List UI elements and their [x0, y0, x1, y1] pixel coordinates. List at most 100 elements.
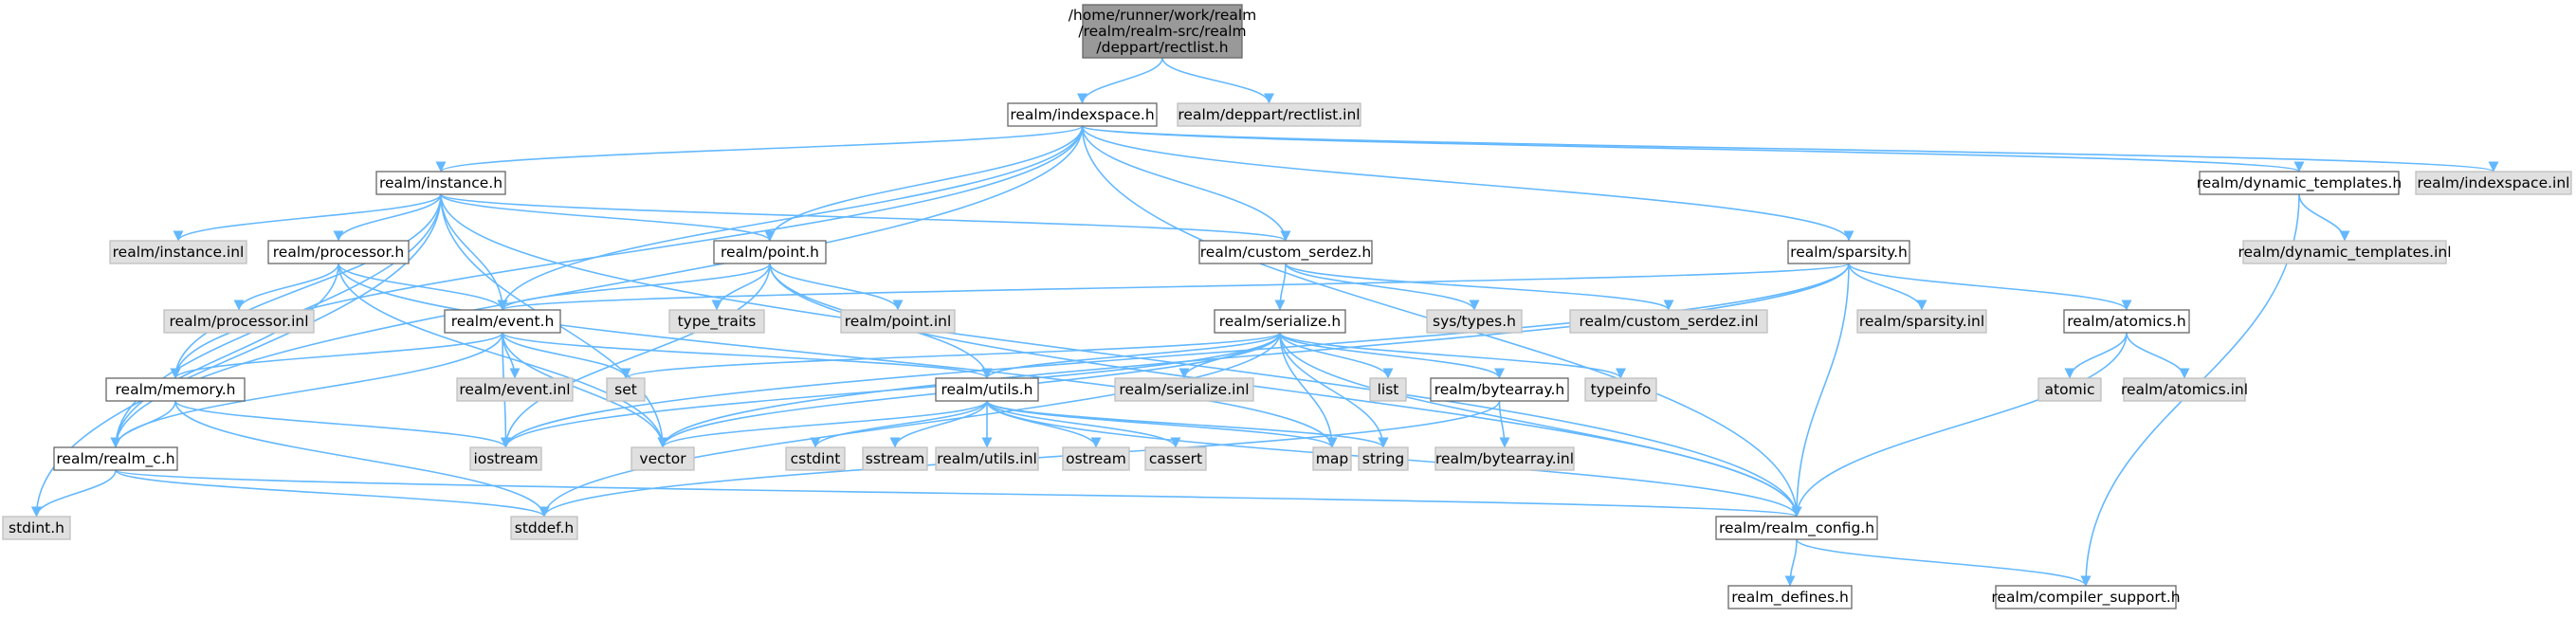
node-box: [109, 240, 247, 264]
node-root: /home/runner/work/realm/realm/realm-src/…: [1069, 4, 1256, 59]
node-box: [53, 446, 178, 471]
node-box: [1114, 377, 1254, 402]
node-dynamic-templates-h[interactable]: realm/dynamic_templates.h: [2197, 171, 2402, 195]
edge-line: [769, 263, 904, 311]
edge-line: [502, 332, 993, 379]
edge-indexspace_h-to-sparsity_h: [1081, 125, 1854, 242]
node-label: realm/processor.h: [273, 244, 404, 261]
node-label: vector: [639, 450, 686, 467]
node-indexspace-h[interactable]: realm/indexspace.h: [1007, 102, 1158, 127]
edge-line: [435, 125, 1084, 173]
node-box: [935, 446, 1039, 471]
edge-line: [1285, 263, 1674, 311]
edge-line: [502, 332, 631, 379]
edge-instance_h-to-instance_inl: [173, 193, 442, 242]
edge-sparsity_h-to-realm_config_h: [1791, 263, 1850, 518]
edge-line: [764, 125, 1084, 242]
node-atomics-h[interactable]: realm/atomics.h: [2063, 309, 2190, 334]
node-label: realm/bytearray.h: [1434, 381, 1565, 398]
node-box: [1430, 377, 1569, 402]
node-box: [1426, 309, 1523, 334]
edge-sparsity_h-to-vector: [657, 263, 1850, 448]
node-bytearray-h[interactable]: realm/bytearray.h: [1430, 377, 1569, 402]
edge-utils_h-to-cassert: [986, 400, 1181, 448]
edge-memory_h-to-iostream: [174, 400, 511, 448]
edge-custom_serdez_h-to-custom_serdez_inl: [1285, 263, 1674, 311]
edge-point_h-to-point_inl: [769, 263, 904, 311]
edge-line: [440, 193, 508, 311]
edge-line: [173, 193, 442, 242]
node-point-h[interactable]: realm/point.h: [713, 240, 827, 264]
node-label: string: [1362, 450, 1405, 467]
node-instance-h[interactable]: realm/instance.h: [375, 171, 506, 195]
edge-line: [1279, 332, 1802, 518]
edge-line: [1784, 538, 1798, 587]
node-label: realm/instance.h: [379, 174, 502, 191]
node-box: [1434, 446, 1575, 471]
edge-processor_h-to-event_h: [338, 263, 508, 311]
edge-line: [233, 263, 339, 311]
node-label: map: [1316, 450, 1348, 467]
edge-serialize_h-to-map: [1279, 332, 1338, 448]
edge-line: [1791, 332, 2128, 518]
edge-indexspace_h-to-point_h: [764, 125, 1084, 242]
edge-line: [338, 263, 1338, 448]
node-utils-h[interactable]: realm/utils.h: [935, 377, 1039, 402]
edge-memory_h-to-stddef_h: [174, 400, 550, 518]
edge-serialize_h-to-stddef_h: [539, 332, 1281, 518]
node-point-inl: realm/point.inl: [840, 309, 956, 334]
node-label: realm/realm_c.h: [56, 450, 174, 468]
node-sparsity-h[interactable]: realm/sparsity.h: [1787, 240, 1910, 264]
node-stdint-h: stdint.h: [2, 516, 71, 540]
node-label: realm/sparsity.inl: [1859, 313, 1984, 330]
node-label: realm/sparsity.h: [1790, 244, 1908, 261]
node-indexspace-inl: realm/indexspace.inl: [2415, 171, 2572, 195]
node-box: [2037, 377, 2102, 402]
edge-line: [1796, 538, 2092, 587]
edge-instance_h-to-memory_h: [170, 193, 442, 379]
edge-utils_h-to-cstdint: [810, 400, 988, 448]
node-label: stdint.h: [9, 519, 64, 536]
edge-utils_h-to-sstream: [889, 400, 988, 448]
edge-line: [620, 332, 1281, 379]
node-realm-config-h[interactable]: realm/realm_config.h: [1715, 516, 1878, 540]
node-type-traits: type_traits: [668, 309, 765, 334]
node-label: ostream: [1066, 450, 1126, 467]
node-box: [375, 171, 506, 195]
node-serialize-h[interactable]: realm/serialize.h: [1214, 309, 1346, 334]
edge-line: [498, 263, 1850, 311]
node-box: [1369, 377, 1407, 402]
node-vector: vector: [630, 446, 695, 471]
node-label: cassert: [1149, 450, 1202, 467]
edge-line: [1279, 332, 1394, 379]
node-label: realm/point.h: [721, 244, 819, 261]
edge-line: [500, 263, 771, 448]
node-stddef-h: stddef.h: [510, 516, 578, 540]
node-realm-c-h[interactable]: realm/realm_c.h: [53, 446, 178, 471]
edge-line: [1848, 263, 2132, 311]
node-box: [1144, 446, 1207, 471]
edge-custom_serdez_h-to-sys_types_h: [1285, 263, 1480, 311]
node-compiler-support-h[interactable]: realm/compiler_support.h: [1991, 585, 2181, 609]
edge-line: [501, 332, 1281, 448]
edge-line: [497, 125, 1084, 311]
node-processor-h[interactable]: realm/processor.h: [267, 240, 410, 264]
node-realm-defines-h[interactable]: realm_defines.h: [1727, 585, 1853, 609]
node-box: [1727, 585, 1853, 609]
edge-instance_h-to-point_h: [440, 193, 776, 242]
edge-serialize_h-to-bytearray_h: [1279, 332, 1505, 379]
edge-line: [657, 263, 1850, 448]
edge-serialize_h-to-realm_config_h: [1279, 332, 1802, 518]
node-box: [2123, 377, 2246, 402]
node-label: /deppart/rectlist.h: [1096, 39, 1228, 56]
node-iostream: iostream: [469, 446, 542, 471]
node-box: [1214, 309, 1346, 334]
node-memory-h[interactable]: realm/memory.h: [105, 377, 246, 402]
edge-root-to-indexspace_h: [1076, 57, 1163, 104]
node-label: realm/serialize.h: [1219, 313, 1342, 330]
node-custom-serdez-h[interactable]: realm/custom_serdez.h: [1198, 240, 1373, 264]
edge-processor_h-to-realm_c_h: [110, 263, 339, 448]
node-event-h[interactable]: realm/event.h: [444, 309, 561, 334]
edge-realm_c_h-to-stdint_h: [30, 469, 117, 518]
edge-instance_h-to-processor_h: [333, 193, 442, 242]
